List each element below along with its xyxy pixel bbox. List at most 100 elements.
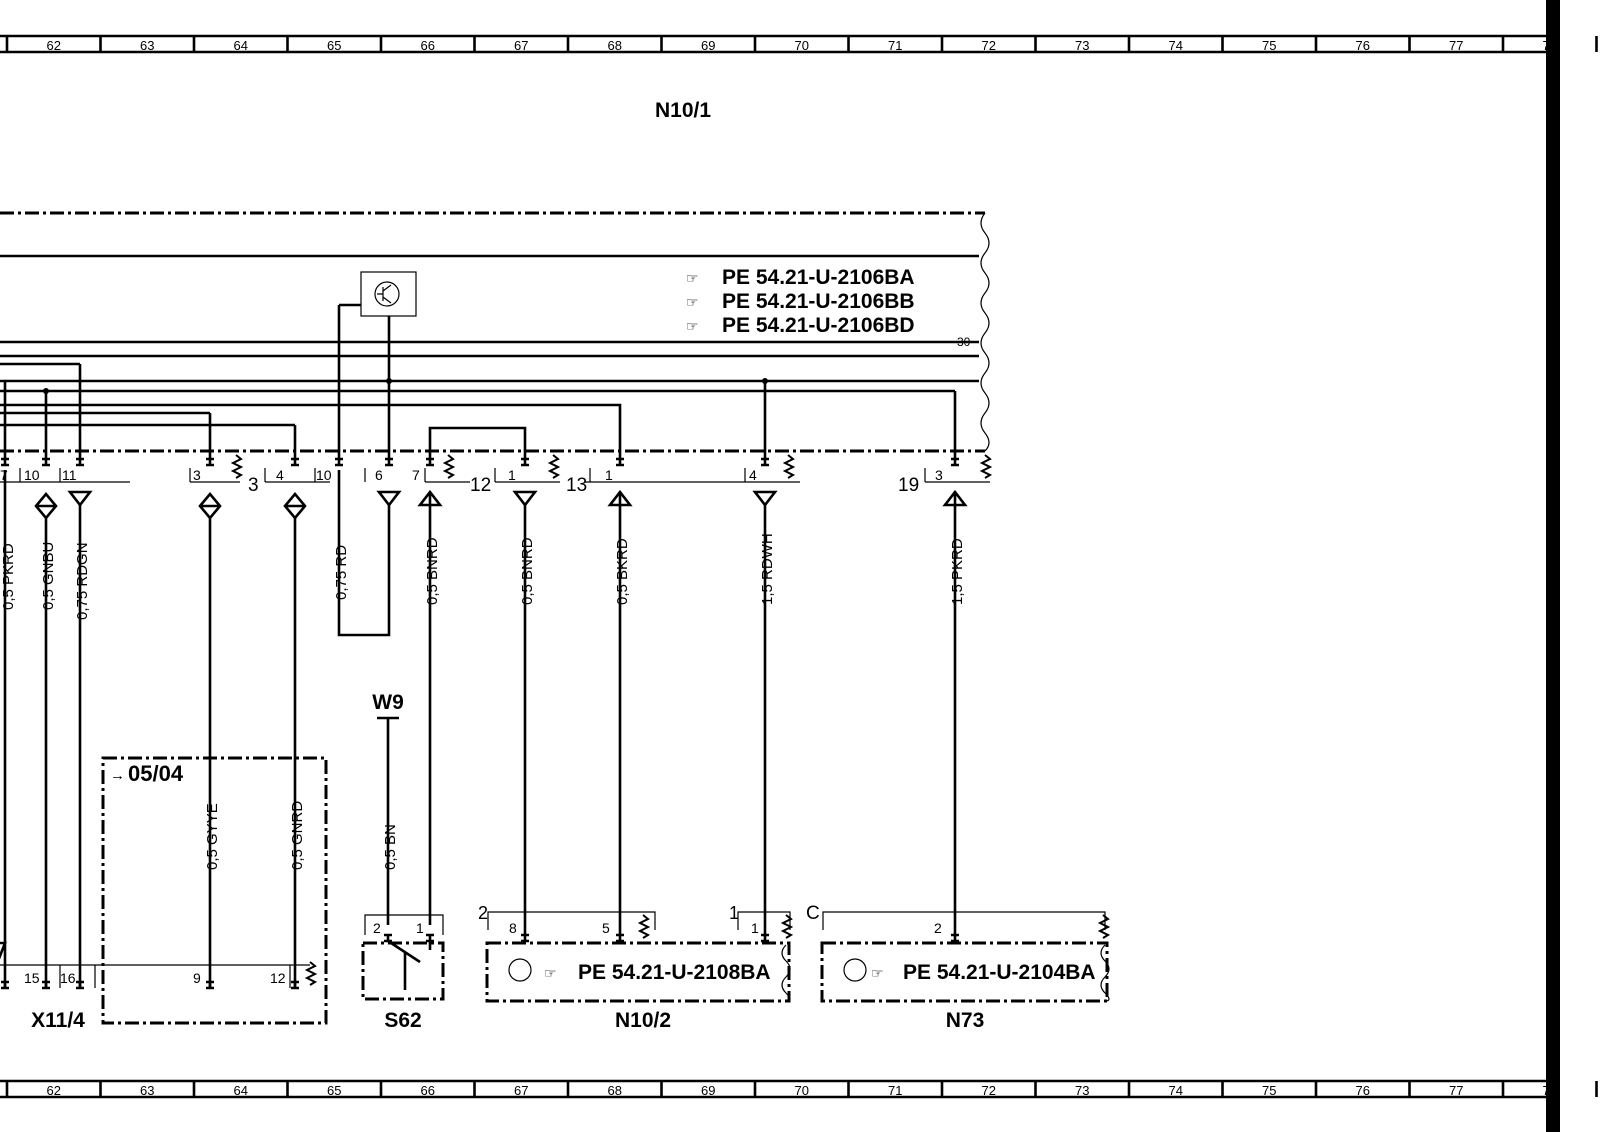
wire-label: 1,5 PKRD <box>949 538 966 605</box>
grid-number-top: 74 <box>1169 38 1183 53</box>
ref-box-05-04: → 05/04 <box>101 756 328 1025</box>
grid-number-top: 71 <box>888 38 902 53</box>
pin-label: 1 <box>416 920 424 936</box>
bus-label: 30 <box>957 335 971 349</box>
wire-label: 0,5 GNBU <box>40 542 57 610</box>
module-ref: PE 54.21-U-2108BA <box>578 961 771 984</box>
grid-number-top: 66 <box>421 38 435 53</box>
bus-lines <box>0 254 979 427</box>
pin-label: 5 <box>602 920 610 936</box>
pin-label: 7 <box>412 467 420 483</box>
pin-label: 4 <box>276 467 284 483</box>
pin-label: 9 <box>193 970 201 986</box>
pin-label: 2 <box>934 920 942 936</box>
pin-label: 15 <box>24 970 40 986</box>
grid-number-bottom: 67 <box>514 1083 528 1098</box>
grid-number-bottom: 65 <box>327 1083 341 1098</box>
pin-label: 3 <box>193 467 201 483</box>
pin-label: 10 <box>316 467 332 483</box>
pin-label: 12 <box>470 475 491 496</box>
component-x11-name: X11/4 <box>31 1009 85 1032</box>
grid-number-bottom: 71 <box>888 1083 902 1098</box>
ground-w9-label: W9 <box>372 691 404 714</box>
connector-x11-4: 15 16 9 12 X11/4 <box>0 961 316 1032</box>
wire-label: 0,5 BNRD <box>424 537 441 605</box>
wire-label: 0,5 GNRD <box>289 801 306 870</box>
pin-label: 11 <box>62 467 77 483</box>
grid-number-top: 72 <box>982 38 996 53</box>
pin-label: 6 <box>375 467 383 483</box>
grid-number-bottom: 77 <box>1449 1083 1463 1098</box>
grid-number-bottom: 76 <box>1356 1083 1370 1098</box>
grid-bottom <box>0 1079 1553 1099</box>
grid-number-top: 69 <box>701 38 715 53</box>
grid-number-top: 68 <box>608 38 622 53</box>
grid-number-bottom: 74 <box>1169 1083 1183 1098</box>
connector-label: C <box>806 903 820 924</box>
pin-label: 3 <box>935 467 943 483</box>
wire-label: 0,5 PKRD <box>0 543 17 610</box>
component-n73-name: N73 <box>946 1009 985 1032</box>
grid-number-bottom: 72 <box>982 1083 996 1098</box>
pin-label: 3 <box>248 475 259 496</box>
hand-icon: ☞ <box>871 965 884 981</box>
grid-number-top: 64 <box>234 38 248 53</box>
connector-label: 1 <box>729 903 739 923</box>
grid-number-top: 75 <box>1262 38 1276 53</box>
grid-number-top: 63 <box>140 38 154 53</box>
wire-label: 0,5 BN <box>382 824 399 870</box>
transistor-icon <box>843 958 867 982</box>
arrow-right-icon: → <box>110 767 125 784</box>
grid-number-bottom: 73 <box>1075 1083 1089 1098</box>
connector-row <box>0 454 991 483</box>
grid-number-top: 67 <box>514 38 528 53</box>
connector-label: 2 <box>478 903 488 923</box>
switch-s62: 2 1 S62 <box>361 914 445 1032</box>
grid-number-bottom: 62 <box>47 1083 61 1098</box>
grid-number-top: 62 <box>47 38 61 53</box>
external-wires <box>0 470 957 988</box>
main-unit-name: N10/1 <box>655 99 711 122</box>
wire-label: 0,75 RDGN <box>74 542 91 620</box>
wire-label: 0,75 RD <box>333 545 350 600</box>
grid-number-top: 78 <box>1543 38 1557 53</box>
grid-number-bottom: 70 <box>795 1083 809 1098</box>
pin-label: 13 <box>566 475 587 496</box>
internal-wires <box>0 364 957 460</box>
pin-label: 1 <box>751 920 759 936</box>
wire-label: 0,5 BNRD <box>519 537 536 605</box>
grid-top <box>0 0 1560 1132</box>
hand-icon: ☞ <box>544 965 557 981</box>
pin-label: 2 <box>373 920 381 936</box>
main-unit-border <box>0 211 990 453</box>
pin-label: 16 <box>60 970 76 986</box>
pin-label: 8 <box>509 920 517 936</box>
wire-labels: 0,5 PKRD 0,5 GNBU 0,75 RDGN 0,75 RD 0,5 … <box>0 533 966 870</box>
component-s62-name: S62 <box>384 1009 421 1032</box>
connector-pin-labels: 7 10 11 3 3 4 10 6 7 12 1 13 1 4 19 3 <box>0 467 943 496</box>
grid-number-bottom: 75 <box>1262 1083 1276 1098</box>
switch-icon <box>387 939 432 990</box>
pin-label: 4 <box>749 467 757 483</box>
pin-label: 10 <box>24 467 40 483</box>
pin-label: 1 <box>605 467 613 483</box>
pin-label: 1 <box>508 467 516 483</box>
pin-label: 19 <box>898 475 919 496</box>
grid-number-bottom: 68 <box>608 1083 622 1098</box>
hand-icon: ☞ <box>686 318 699 334</box>
ref-line-1: PE 54.21-U-2106BA <box>722 266 915 289</box>
grid-number-bottom: 66 <box>421 1083 435 1098</box>
grid-number-top: 65 <box>327 38 341 53</box>
ref-line-2: PE 54.21-U-2106BB <box>722 290 915 313</box>
grid-number-bottom: 69 <box>701 1083 715 1098</box>
grid-number-bottom: 78 <box>1543 1083 1557 1098</box>
grid-number-bottom: 64 <box>234 1083 248 1098</box>
wire-label: 0,5 BKRD <box>614 538 631 605</box>
wire-label: 0,5 GYYE <box>204 803 221 870</box>
transistor-icon <box>508 958 532 982</box>
hand-icon: ☞ <box>686 270 699 286</box>
module-ref: PE 54.21-U-2104BA <box>903 961 1096 984</box>
transistor-box <box>337 271 417 460</box>
signal-arrows <box>34 490 967 520</box>
